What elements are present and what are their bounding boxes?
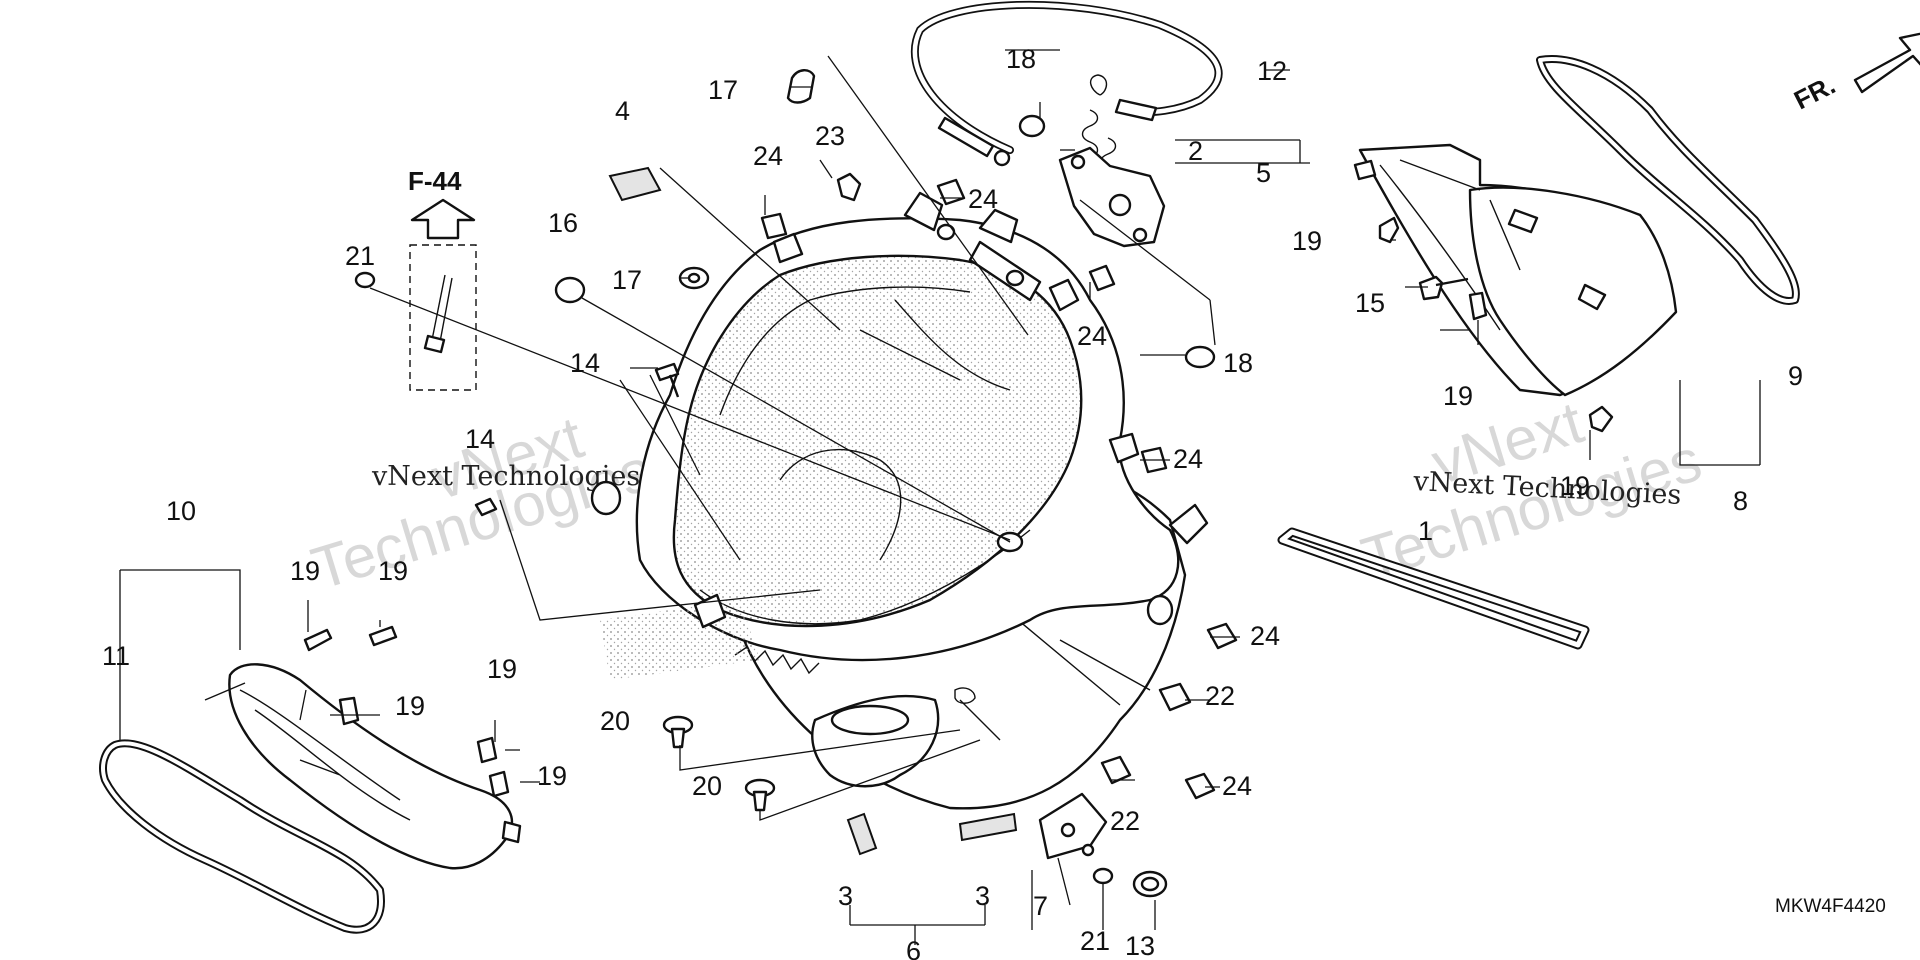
callout-19h: 19 <box>537 761 567 791</box>
callout-18b: 18 <box>1223 348 1253 378</box>
clip-24-c <box>1088 264 1116 292</box>
callout-24f: 24 <box>1222 771 1252 801</box>
callout-2: 2 <box>1188 136 1203 166</box>
right-pocket-assembly <box>1353 55 1800 397</box>
callout-13: 13 <box>1125 931 1155 960</box>
trim-clip-19-h <box>488 770 510 798</box>
nut-22-b <box>1100 755 1132 785</box>
clip-24-e <box>1206 622 1238 650</box>
clip-24-f <box>1184 772 1216 800</box>
reference-arrow-icon <box>410 198 476 240</box>
callout-24d: 24 <box>1173 444 1203 474</box>
callout-19d: 19 <box>290 556 320 586</box>
callout-21b: 21 <box>1080 926 1110 956</box>
seat-lock-cable-12 <box>911 0 1223 167</box>
callout-12: 12 <box>1257 56 1287 86</box>
callout-23: 23 <box>815 121 845 151</box>
direction-label: FR. <box>1789 70 1840 116</box>
callout-20b: 20 <box>692 771 722 801</box>
callout-17a: 17 <box>708 75 738 105</box>
trim-clip-19-b <box>1468 291 1488 321</box>
nut-22-a <box>1158 682 1192 712</box>
clip-23 <box>836 172 862 202</box>
seal-strip-1 <box>1277 527 1590 650</box>
right-pocket-lid <box>1468 186 1678 397</box>
front-arrow-icon <box>1853 32 1920 94</box>
pad-4 <box>608 166 662 202</box>
leader-lines <box>119 49 1761 945</box>
callout-19c: 19 <box>1560 471 1590 501</box>
callout-10: 10 <box>166 496 196 526</box>
callout-11: 11 <box>102 641 130 671</box>
clip-24-a <box>760 212 788 240</box>
box-inner-opening <box>672 254 1083 628</box>
bolt-14-b <box>474 497 498 517</box>
cap-16 <box>554 276 586 304</box>
callout-24c: 24 <box>1077 321 1107 351</box>
callout-19a: 19 <box>1292 226 1322 256</box>
trim-clip-19-g <box>476 736 498 764</box>
callout-1: 1 <box>1418 516 1433 546</box>
callout-15: 15 <box>1355 288 1385 318</box>
trim-clip-19-c <box>1588 405 1614 433</box>
callout-3a: 3 <box>838 881 853 911</box>
callout-21a: 21 <box>345 241 375 271</box>
screw-21-bottom <box>1092 867 1114 885</box>
bolt-14-a <box>654 362 680 398</box>
callout-22a: 22 <box>1205 681 1235 711</box>
reference-label: F-44 <box>408 166 462 196</box>
pad-3-a <box>846 812 878 856</box>
trim-clip-15 <box>1418 275 1469 301</box>
latch-plate <box>1058 146 1166 248</box>
trim-clip-19-a <box>1378 216 1400 244</box>
callout-18a: 18 <box>1006 44 1036 74</box>
callout-19f: 19 <box>395 691 425 721</box>
hardware-parts <box>303 69 1614 898</box>
callout-19b: 19 <box>1443 381 1473 411</box>
trim-clip-19-e <box>368 625 398 647</box>
callout-14a: 14 <box>570 348 600 378</box>
callout-19e: 19 <box>378 556 408 586</box>
trim-clip-19-f <box>338 696 360 726</box>
nut-18-top <box>1018 114 1046 138</box>
callout-19g: 19 <box>487 654 517 684</box>
front-direction-indicator: FR. <box>1789 32 1920 116</box>
callout-8: 8 <box>1733 486 1748 516</box>
clip-24-b <box>936 178 966 206</box>
callout-5: 5 <box>1256 158 1271 188</box>
watermark-right: vNext Technologies vNext Technologies <box>1354 388 1709 592</box>
callout-7: 7 <box>1033 891 1048 921</box>
callout-16: 16 <box>548 208 578 238</box>
left-pocket-assembly <box>99 663 522 934</box>
callout-20a: 20 <box>600 706 630 736</box>
callout-24e: 24 <box>1250 621 1280 651</box>
luggage-box-assembly <box>590 191 1209 810</box>
callout-6: 6 <box>906 936 921 960</box>
screw-21-left <box>354 271 376 289</box>
drawing-code: MKW4F4420 <box>1775 896 1886 917</box>
callout-22b: 22 <box>1110 806 1140 836</box>
trim-clip-19-d <box>303 628 333 652</box>
callout-24b: 24 <box>968 184 998 214</box>
callout-labels: 1 2 3 3 4 5 6 7 8 9 10 11 12 13 14 14 15… <box>102 44 1803 960</box>
bolt-18-right <box>1184 345 1216 369</box>
left-pocket-body <box>228 663 514 870</box>
pad-3-b <box>958 812 1018 842</box>
callout-9: 9 <box>1788 361 1803 391</box>
callout-17b: 17 <box>612 265 642 295</box>
callout-3b: 3 <box>975 881 990 911</box>
callout-24a: 24 <box>753 141 783 171</box>
callout-14b: 14 <box>465 424 495 454</box>
callout-4: 4 <box>615 96 630 126</box>
reference-f44: F-44 <box>408 166 477 391</box>
seat-latch-assembly <box>1058 109 1166 248</box>
